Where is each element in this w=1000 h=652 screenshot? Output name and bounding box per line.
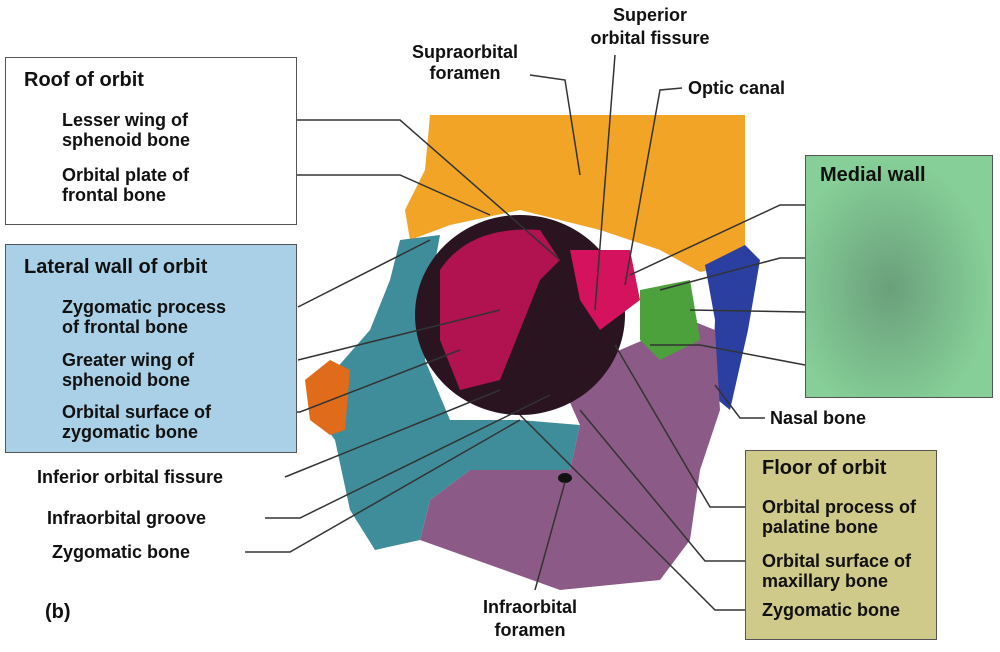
nasal-bone: [705, 245, 760, 410]
roof-item-1-line1: Lesser wing of: [62, 110, 189, 130]
frontal-bone: [405, 115, 745, 272]
floor-item-1-line1: Orbital process of: [762, 497, 917, 517]
label-infraorbital-groove: Infraorbital groove: [47, 508, 207, 528]
roof-item-2-line2: frontal bone: [62, 185, 166, 205]
lateral-title: Lateral wall of orbit: [24, 256, 208, 278]
floor-item-1-line2: palatine bone: [762, 517, 879, 537]
lacrimal-orange: [305, 360, 350, 435]
sphenoid-greater-wing: [440, 229, 560, 390]
medial-title: Medial wall: [820, 164, 926, 186]
label-superior-orbital-fissure-1: Superior: [612, 5, 687, 25]
floor-item-2-line1: Orbital surface of: [762, 551, 912, 571]
label-infraorbital-foramen-2: foramen: [494, 620, 566, 640]
label-supraorbital-foramen-1: Supraorbital: [411, 42, 518, 62]
panel-label: (b): [45, 601, 71, 623]
leader-lines: [222, 54, 806, 611]
floor-item-3: Zygomatic bone: [762, 600, 901, 620]
lateral-item-2-line1: Greater wing of: [62, 350, 195, 370]
label-nasal-bone: Nasal bone: [770, 408, 867, 428]
label-inferior-orbital-fissure: Inferior orbital fissure: [37, 467, 224, 487]
roof-of-orbit-box: [5, 57, 297, 225]
lateral-wall-box: [5, 244, 297, 453]
lateral-item-3-line2: zygomatic bone: [62, 422, 199, 442]
roof-item-1-line2: sphenoid bone: [62, 130, 190, 150]
label-zygomatic-bone: Zygomatic bone: [52, 542, 191, 562]
medial-wall-box: [805, 155, 993, 398]
lateral-item-2-line2: sphenoid bone: [62, 370, 190, 390]
zygomatic-bone: [320, 235, 580, 550]
label-optic-canal: Optic canal: [688, 78, 786, 98]
roof-title: Roof of orbit: [24, 69, 144, 91]
floor-item-2-line2: maxillary bone: [762, 571, 889, 591]
lateral-item-1-line1: Zygomatic process: [62, 297, 227, 317]
label-supraorbital-foramen-2: foramen: [429, 63, 501, 83]
sphenoid-lesser-wing: [570, 250, 640, 330]
lateral-item-1-line2: of frontal bone: [62, 317, 188, 337]
label-superior-orbital-fissure-2: orbital fissure: [590, 28, 710, 48]
floor-title: Floor of orbit: [762, 457, 887, 479]
roof-item-2-line1: Orbital plate of: [62, 165, 190, 185]
lateral-item-3-line1: Orbital surface of: [62, 402, 212, 422]
infraorbital-foramen-hole: [558, 473, 572, 483]
ethmoid-bone: [640, 280, 700, 360]
floor-of-orbit-box: [745, 450, 937, 640]
maxillary-bone: [420, 320, 720, 590]
label-infraorbital-foramen-1: Infraorbital: [482, 597, 577, 617]
